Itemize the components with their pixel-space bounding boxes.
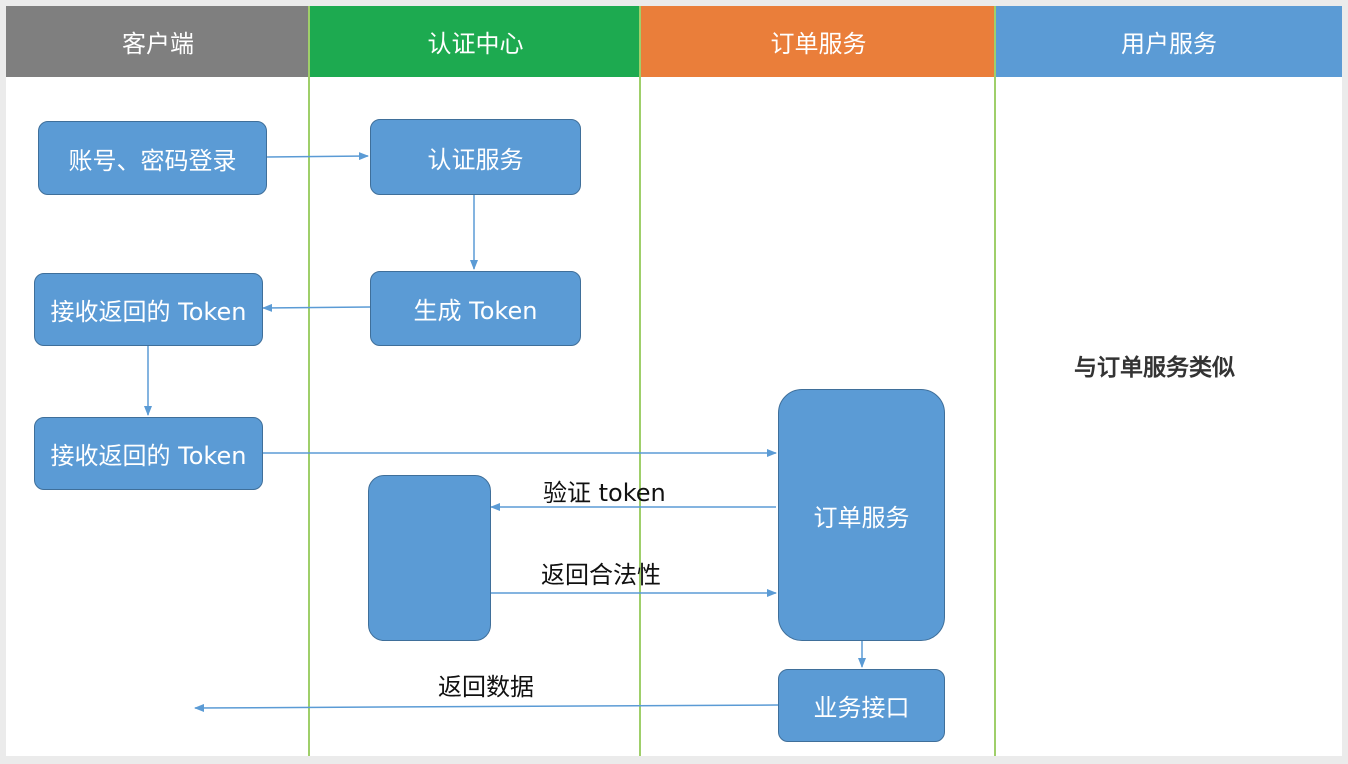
arrow-login-to-auth (266, 152, 369, 161)
node-login: 账号、密码登录 (38, 121, 267, 195)
label-return-data: 返回数据 (438, 673, 534, 701)
node-business-api: 业务接口 (778, 669, 945, 742)
node-generate-token: 生成 Token (370, 271, 581, 346)
arrow-return-data (194, 703, 779, 712)
lane-divider (994, 6, 996, 756)
lane-header-user-service: 用户服务 (996, 6, 1342, 77)
node-auth-service: 认证服务 (370, 119, 581, 195)
lane-divider (308, 6, 310, 756)
lane-header-auth-center: 认证中心 (310, 6, 641, 77)
lane-header-client: 客户端 (6, 6, 310, 77)
node-receive-token-1: 接收返回的 Token (34, 273, 263, 346)
label-verify-token: 验证 token (543, 479, 666, 507)
note-similar-to-order-service: 与订单服务类似 (1074, 355, 1235, 381)
node-token-verifier (368, 475, 491, 641)
arrow-generate-to-receive (262, 303, 371, 312)
lane-divider (639, 6, 641, 756)
label-return-validity: 返回合法性 (541, 561, 661, 589)
node-receive-token-2: 接收返回的 Token (34, 417, 263, 490)
node-order-service: 订单服务 (778, 389, 945, 641)
lane-header-order-service: 订单服务 (641, 6, 996, 77)
